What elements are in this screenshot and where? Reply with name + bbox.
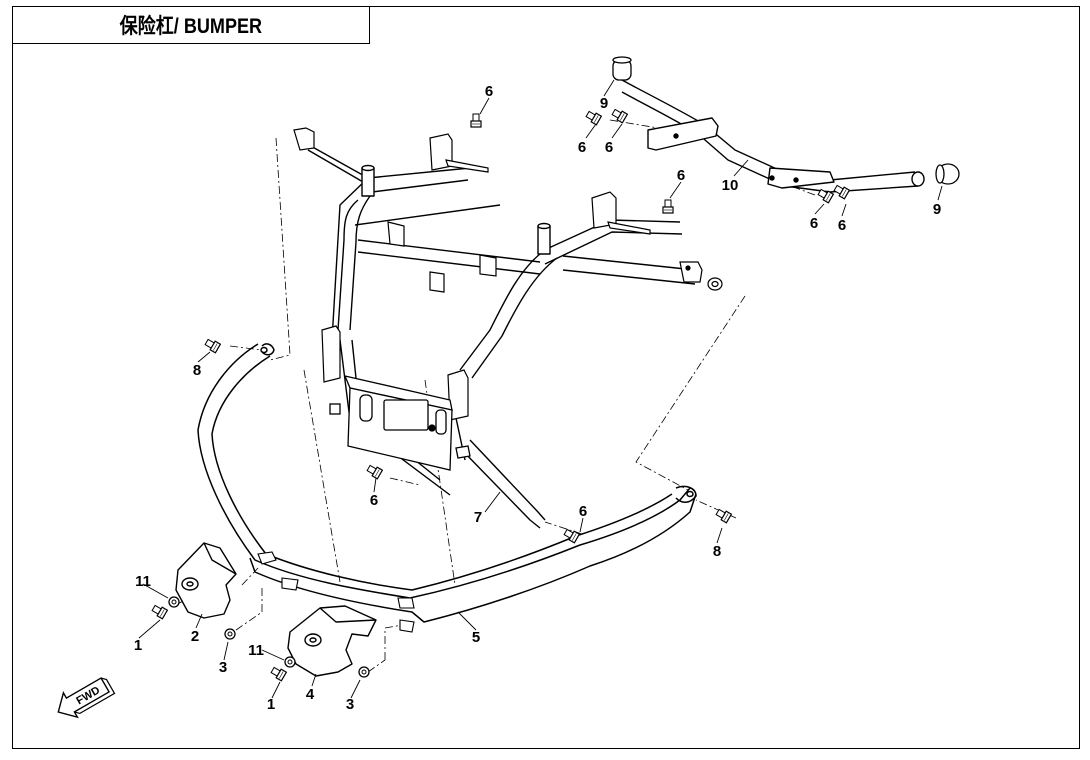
callout-4: 4 — [306, 686, 315, 703]
callout-9: 9 — [933, 201, 941, 218]
front-bumper-tube — [197, 343, 697, 623]
assembly-guide-lines — [174, 119, 816, 673]
callout-6: 6 — [485, 83, 493, 100]
callout-5: 5 — [472, 629, 480, 646]
winch-mount-plate — [329, 375, 471, 471]
page-title: 保险杠/ BUMPER — [119, 15, 263, 38]
upper-frame — [299, 139, 696, 529]
callout-7: 7 — [474, 509, 482, 526]
callout-8: 8 — [713, 543, 721, 560]
callout-11: 11 — [248, 642, 264, 659]
skid-cover-left — [175, 542, 237, 619]
callout-3: 3 — [346, 696, 354, 713]
callout-6: 6 — [838, 217, 846, 234]
skid-cover-right — [287, 605, 377, 677]
callout-11: 11 — [135, 573, 151, 590]
callout-8: 8 — [193, 362, 201, 379]
drawing-frame — [12, 6, 1080, 749]
callout-10: 10 — [722, 177, 739, 194]
frame-brackets — [293, 127, 723, 421]
rear-bar — [621, 79, 925, 193]
fasteners — [150, 107, 850, 682]
end-cap-left — [612, 56, 632, 81]
callout-6: 6 — [578, 139, 586, 156]
callout-6: 6 — [677, 167, 685, 184]
leader-lines — [138, 79, 943, 699]
callout-6: 6 — [579, 503, 587, 520]
callout-1: 1 — [134, 637, 142, 654]
callout-3: 3 — [219, 659, 227, 676]
callout-9: 9 — [600, 95, 608, 112]
callout-6: 6 — [370, 492, 378, 509]
bumper-tabs — [257, 551, 415, 633]
fwd-arrow-icon: FWD — [57, 677, 116, 719]
callout-1: 1 — [267, 696, 275, 713]
callout-6: 6 — [810, 215, 818, 232]
title-box: 保险杠/ BUMPER — [12, 6, 370, 44]
callout-2: 2 — [191, 628, 199, 645]
callout-labels: 6 6 9 6 6 10 6 6 9 8 6 7 6 8 11 1 2 3 11… — [134, 83, 941, 713]
end-cap-right — [935, 163, 960, 185]
callout-6: 6 — [605, 139, 613, 156]
